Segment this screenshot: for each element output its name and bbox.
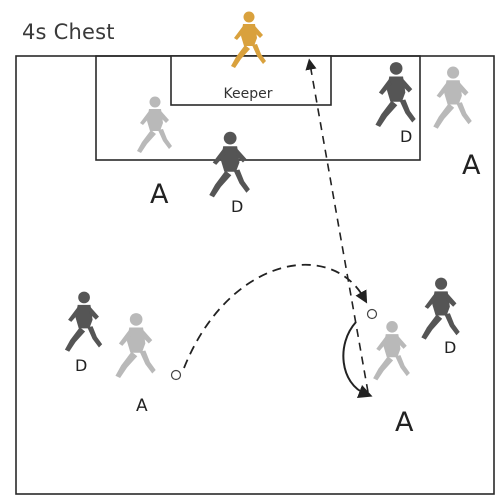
chest-control-arrow xyxy=(342,321,373,399)
attacker-top-left-icon xyxy=(137,96,172,153)
attacker-bottom-left-icon xyxy=(115,313,156,379)
attacker-top-right-icon xyxy=(433,66,472,129)
diagram-title: 4s Chest xyxy=(22,20,115,44)
ball-icon xyxy=(366,308,378,320)
goal-box xyxy=(170,55,332,106)
attacker-bottom-right-icon xyxy=(373,321,410,381)
shot-line xyxy=(305,58,369,393)
field-boundary xyxy=(15,55,495,495)
attacker-letter-bottom-left: A xyxy=(136,396,148,416)
defender-top-middle-icon xyxy=(209,131,250,198)
defender-bottom-right-icon xyxy=(421,277,460,340)
ball-icon xyxy=(170,369,182,381)
defender-letter-bottom-right: D xyxy=(444,338,456,357)
defender-letter-bottom-left: D xyxy=(75,356,87,375)
attacker-letter-bottom-right: A xyxy=(395,407,414,438)
lofted-pass-line xyxy=(183,263,368,369)
attacker-letter-top-left: A xyxy=(150,179,169,210)
defender-letter-top-right: D xyxy=(400,127,412,146)
attacker-letter-top-right: A xyxy=(462,150,481,181)
keeper-label: Keeper xyxy=(224,86,273,102)
defender-bottom-left-icon xyxy=(64,291,103,352)
defender-letter-top-middle: D xyxy=(231,197,243,216)
defender-top-right-icon xyxy=(375,62,416,128)
